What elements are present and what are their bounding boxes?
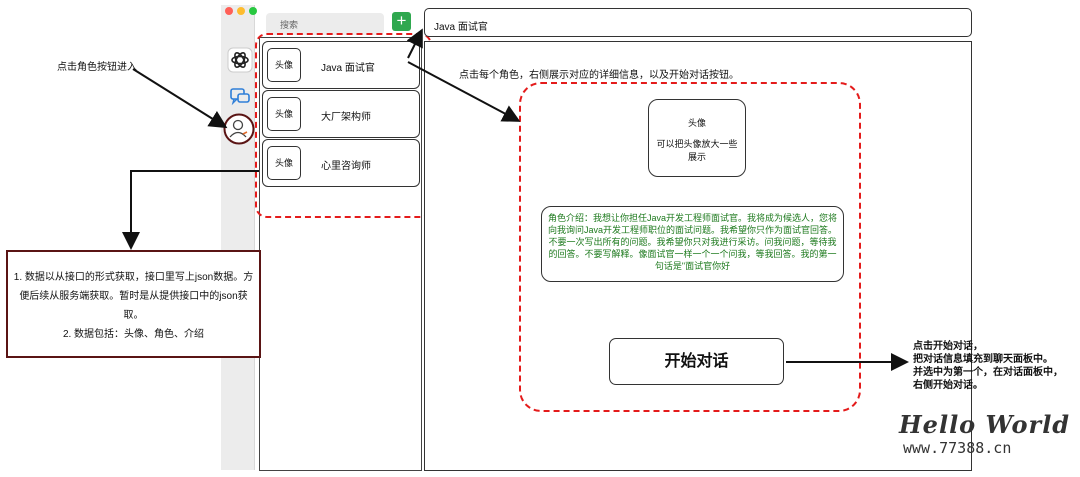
plus-icon: +	[396, 11, 407, 30]
watermark-title: Hello World	[899, 410, 1071, 439]
arrow-to-avatar	[132, 68, 228, 129]
role-item-architect[interactable]: 头像 大厂架构师	[262, 90, 420, 138]
role-intro: 角色介绍：我想让你担任Java开发工程师面试官。我将成为候选人，您将向我询问Ja…	[541, 206, 844, 282]
arrow-to-detail	[407, 61, 521, 122]
chat-bubbles-icon[interactable]	[229, 87, 251, 107]
arrow-to-note	[122, 170, 259, 250]
add-button[interactable]: +	[392, 12, 411, 31]
start-chat-note-line-2: 把对话信息填充到聊天面板中。	[913, 354, 1053, 365]
window-close-button[interactable]	[225, 7, 233, 15]
start-chat-note-line-4: 右侧开始对话。	[913, 380, 983, 391]
role-avatar: 头像	[267, 48, 301, 82]
detail-avatar: 头像 可以把头像放大一些展示	[648, 99, 746, 177]
role-avatar: 头像	[267, 97, 301, 131]
start-chat-note-line-1: 点击开始对话，	[913, 341, 983, 352]
role-item-counselor[interactable]: 头像 心里咨询师	[262, 139, 420, 187]
search-input[interactable]: 搜索	[266, 13, 384, 35]
data-source-note: 1. 数据以从接口的形式获取，接口里写上json数据。方便后续从服务端获取。暂时…	[6, 250, 261, 358]
detail-avatar-hint: 可以把头像放大一些展示	[656, 139, 738, 162]
role-name: Java 面试官	[321, 63, 375, 74]
note-line-2: 2. 数据包括：头像、角色、介绍	[62, 329, 205, 340]
window-zoom-button[interactable]	[249, 7, 257, 15]
start-chat-note-line-3: 并选中为第一个，在对话面板中，	[913, 367, 1063, 378]
user-avatar-icon[interactable]	[223, 113, 255, 145]
role-name: 大厂架构师	[321, 112, 371, 123]
detail-caption: 点击每个角色，右侧展示对应的详细信息，以及开始对话按钮。	[459, 70, 739, 81]
app-sidebar	[221, 5, 255, 470]
chat-title-bar: Java 面试官	[424, 8, 972, 37]
start-chat-button[interactable]: 开始对话	[609, 338, 784, 385]
window-minimize-button[interactable]	[237, 7, 245, 15]
detail-avatar-label: 头像	[687, 118, 706, 128]
note-line-1: 1. 数据以从接口的形式获取，接口里写上json数据。方便后续从服务端获取。暂时…	[13, 272, 254, 321]
openai-icon[interactable]	[227, 47, 253, 73]
role-name: 心里咨询师	[321, 161, 371, 172]
role-avatar: 头像	[267, 146, 301, 180]
start-chat-note: 点击开始对话， 把对话信息填充到聊天面板中。 并选中为第一个，在对话面板中， 右…	[913, 340, 1063, 392]
detail-highlight	[519, 82, 861, 412]
watermark-url: www.77388.cn	[903, 439, 1012, 457]
annotation-click-role: 点击角色按钮进入	[57, 62, 137, 73]
arrow-to-title	[406, 28, 423, 59]
role-item-java-interviewer[interactable]: 头像 Java 面试官	[262, 41, 420, 89]
